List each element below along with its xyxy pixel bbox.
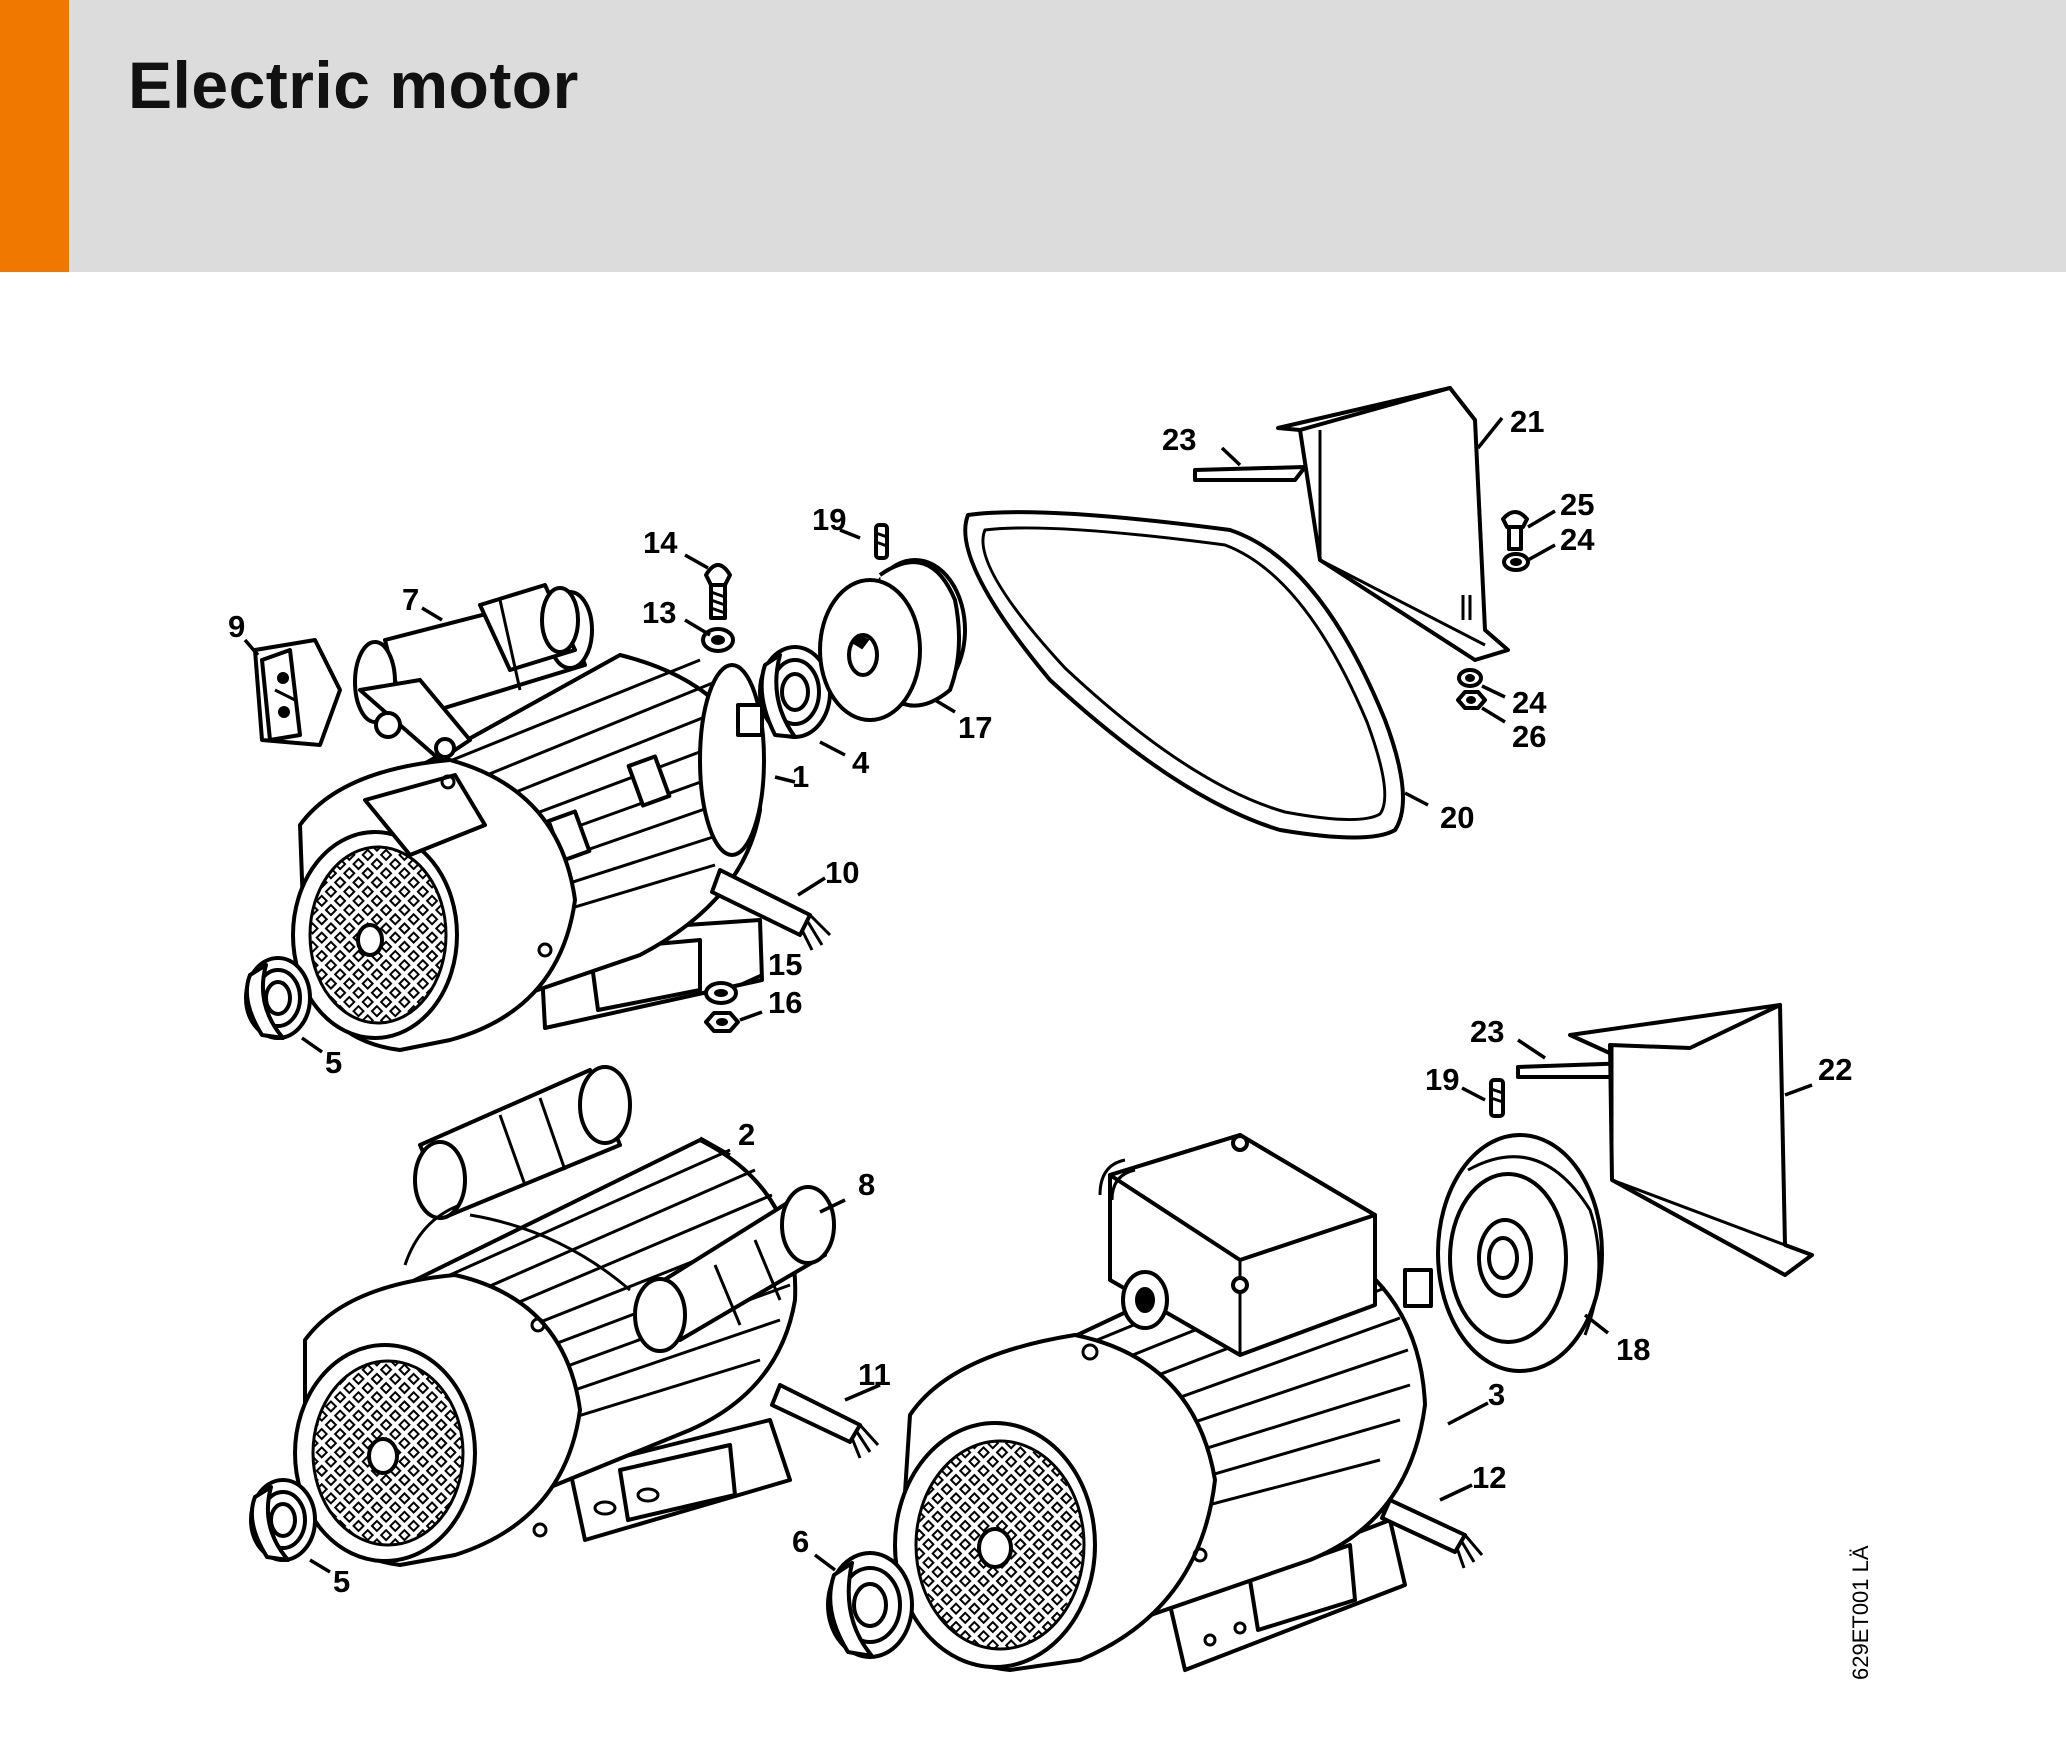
callout-5-lower: 5 — [333, 1564, 350, 1599]
callout-13: 13 — [642, 595, 676, 630]
callout-19-lower: 19 — [1425, 1062, 1459, 1097]
pulley-18 — [1436, 1133, 1604, 1373]
callout-17: 17 — [958, 710, 992, 745]
capacitor-assembly-7 — [353, 583, 594, 762]
callout-16: 16 — [768, 985, 802, 1020]
bolt-25 — [1501, 510, 1529, 551]
motor-1-clip-b — [626, 754, 672, 808]
motor-1 — [253, 583, 832, 1052]
bearing-6 — [826, 1551, 914, 1659]
callout-20: 20 — [1440, 800, 1474, 835]
capacitor-pair-2 — [413, 1065, 632, 1220]
callout-24-upper: 24 — [1560, 522, 1595, 557]
washer-13 — [701, 627, 735, 653]
set-screw-19-lower — [1489, 1078, 1505, 1118]
callout-3: 3 — [1488, 1377, 1505, 1412]
callout-10: 10 — [825, 855, 859, 890]
bracket-22 — [1568, 1003, 1814, 1277]
set-screw-19-upper — [874, 523, 889, 560]
motor-2 — [293, 1065, 880, 1567]
callout-15: 15 — [768, 947, 802, 982]
cable-12 — [1380, 1498, 1484, 1569]
bracket-21 — [1276, 386, 1510, 662]
callout-numbers: 1 2 3 4 5 5 6 7 8 9 10 11 12 13 14 15 16… — [228, 404, 1852, 1599]
callout-14: 14 — [643, 525, 678, 560]
nut-26 — [1456, 690, 1487, 710]
motor-3-shaft — [1403, 1268, 1433, 1308]
motor-1-fan-hub — [356, 923, 384, 957]
pin-23-upper — [1193, 465, 1307, 482]
bearing-5-lower — [249, 1478, 317, 1562]
motor-2-fan-hub — [367, 1437, 399, 1475]
v-belt-20 — [963, 510, 1405, 840]
callout-2: 2 — [738, 1117, 755, 1152]
bearing-5-upper — [244, 956, 312, 1040]
motor-1-nameplate — [363, 773, 487, 857]
callout-11: 11 — [858, 1357, 891, 1392]
callout-23-upper: 23 — [1162, 422, 1196, 457]
header-accent-bar — [0, 0, 69, 272]
switch-block-9 — [253, 638, 342, 747]
callout-26: 26 — [1512, 719, 1546, 754]
callout-25: 25 — [1560, 487, 1594, 522]
capacitor-pair-8 — [633, 1185, 836, 1353]
cable-10 — [710, 868, 832, 951]
bearing-4 — [758, 645, 832, 739]
cable-11 — [770, 1383, 880, 1459]
leader-lines — [243, 416, 1813, 1574]
callout-23-lower: 23 — [1470, 1014, 1504, 1049]
callout-8: 8 — [858, 1167, 875, 1202]
callout-12: 12 — [1472, 1460, 1506, 1495]
motor-3-fan-hub — [977, 1527, 1013, 1569]
pulley-17 — [818, 558, 967, 722]
callout-5-upper: 5 — [325, 1045, 342, 1080]
callout-19-upper: 19 — [812, 502, 846, 537]
motor-1-shaft — [736, 703, 764, 737]
callout-6: 6 — [792, 1524, 809, 1559]
washer-24-upper — [1502, 552, 1530, 572]
callout-21: 21 — [1510, 404, 1544, 439]
callout-24-lower: 24 — [1512, 685, 1547, 720]
drawing-code: 629ET001 LÄ — [1848, 1545, 1873, 1680]
bolt-14 — [704, 563, 732, 620]
callout-22: 22 — [1818, 1052, 1852, 1087]
motor-3-terminal-lid — [1108, 1133, 1377, 1262]
motor-3 — [893, 1133, 1484, 1672]
washer-15 — [704, 981, 738, 1005]
callout-1: 1 — [792, 759, 809, 794]
washer-24-lower — [1457, 668, 1483, 688]
motor-1-end-shield — [698, 663, 766, 857]
nut-16 — [704, 1011, 740, 1033]
header-band — [0, 0, 2066, 272]
callout-9: 9 — [228, 609, 245, 644]
callout-4: 4 — [852, 745, 870, 780]
callout-7: 7 — [402, 582, 419, 617]
page-title: Electric motor — [128, 48, 579, 122]
callout-18: 18 — [1616, 1332, 1650, 1367]
